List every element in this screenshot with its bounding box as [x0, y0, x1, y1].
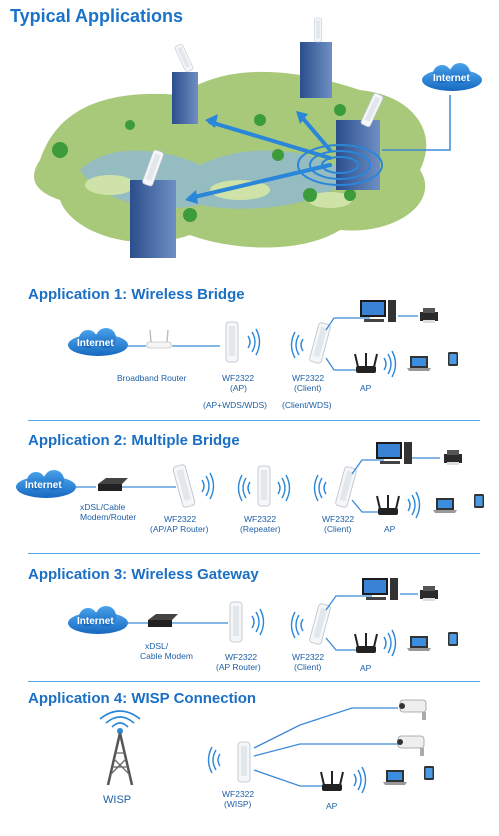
- app3-device1-model: WF2322: [225, 652, 258, 662]
- app4-device1-mode: (WISP): [224, 799, 252, 809]
- app4-heading: Application 4: WISP Connection: [28, 690, 257, 707]
- app1-ap-label: AP: [360, 383, 372, 393]
- app1-device1-mode-detail: (AP+WDS/WDS): [203, 400, 267, 410]
- app1-device2-mode-detail: (Client/WDS): [282, 400, 332, 410]
- app1-router-label: Broadband Router: [117, 373, 187, 383]
- app2-device2-mode: (Repeater): [240, 524, 281, 534]
- app3-device1-mode: (AP Router): [216, 662, 261, 672]
- divider-2: [28, 553, 480, 554]
- app4-wisp-label: WISP: [103, 794, 132, 806]
- app1-device2-mode: (Client): [294, 383, 322, 393]
- app1-device1-mode: (AP): [230, 383, 247, 393]
- app3-ap-label: AP: [360, 663, 372, 673]
- page-title: Typical Applications: [10, 6, 184, 26]
- app2-device2-model: WF2322: [244, 514, 277, 524]
- app4-ap-label: AP: [326, 801, 338, 811]
- app1-device2-model: WF2322: [292, 373, 325, 383]
- app4-device1-model: WF2322: [222, 789, 255, 799]
- app2-internet-label: Internet: [25, 480, 62, 491]
- app3-device2-model: WF2322: [292, 652, 325, 662]
- app3-heading: Application 3: Wireless Gateway: [28, 566, 259, 583]
- app3-internet-label: Internet: [77, 616, 114, 627]
- app2-device3-model: WF2322: [322, 514, 355, 524]
- app3-modem-label-line2: Cable Modem: [140, 651, 193, 661]
- app3-device2-mode: (Client): [294, 662, 322, 672]
- app3-modem-label-line1: xDSL/: [145, 641, 169, 651]
- divider-1: [28, 420, 480, 421]
- app2-ap-label: AP: [384, 524, 396, 534]
- app2-modem-label-line2: Modem/Router: [80, 512, 137, 522]
- app1-internet-label: Internet: [77, 338, 114, 349]
- app2-heading: Application 2: Multiple Bridge: [28, 432, 240, 449]
- divider-3: [28, 681, 480, 682]
- app2-device3-mode: (Client): [324, 524, 352, 534]
- app2-modem-label-line1: xDSL/Cable: [80, 502, 126, 512]
- app1-heading: Application 1: Wireless Bridge: [28, 286, 245, 303]
- hero-internet-label: Internet: [433, 73, 470, 84]
- app2-device1-mode: (AP/AP Router): [150, 524, 209, 534]
- app1-device1-model: WF2322: [222, 373, 255, 383]
- app2-device1-model: WF2322: [164, 514, 197, 524]
